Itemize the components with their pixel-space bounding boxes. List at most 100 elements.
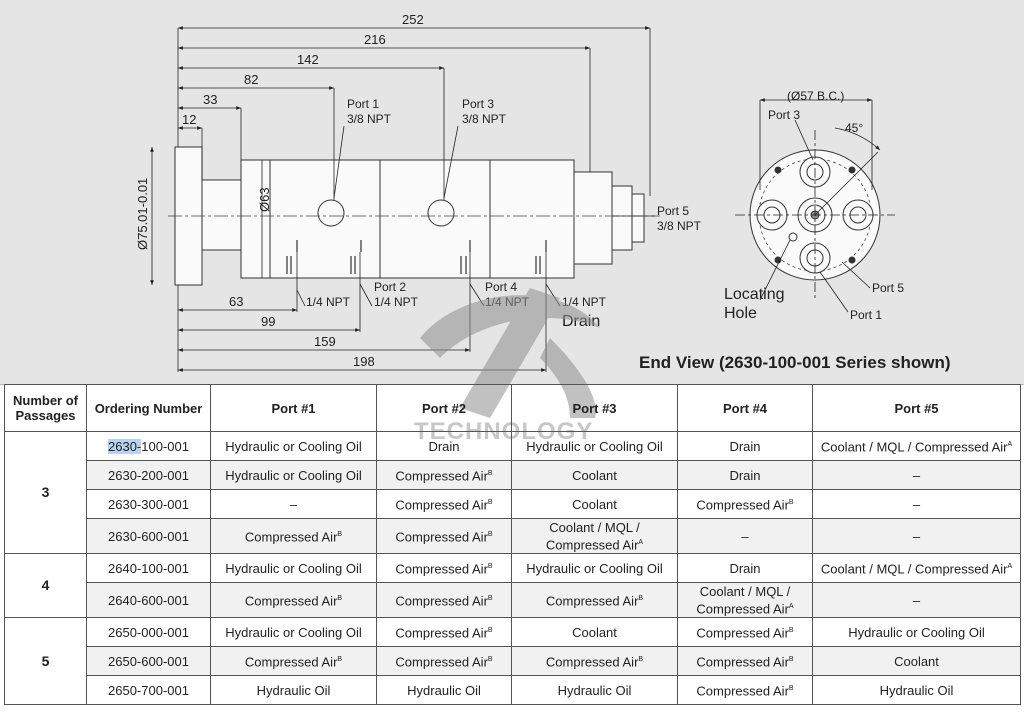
- drawing-svg: 252 216 142 82 33 12 Ø75.01-0.01 Ø63 Por…: [135, 12, 951, 372]
- port-value: Coolant: [572, 624, 617, 640]
- footnote-marker: B: [487, 499, 493, 507]
- port-value: –: [912, 467, 921, 483]
- ordering-number-cell[interactable]: 2630-200-001: [86, 460, 211, 490]
- port-value: Compressed Air: [696, 654, 789, 670]
- label-port3: Port 3: [462, 97, 494, 111]
- ordering-number-cell[interactable]: 2630-300-001: [86, 489, 211, 519]
- port-value: Coolant: [894, 653, 939, 669]
- header-port1: Port #1: [210, 384, 377, 432]
- ordering-number: 2630-600-001: [108, 528, 189, 544]
- port-5-cell: Coolant: [812, 646, 1021, 676]
- selected-text[interactable]: 2630-: [108, 438, 142, 454]
- ordering-number-cell[interactable]: 2630-100-001: [86, 431, 211, 461]
- footnote-marker: B: [638, 656, 644, 664]
- footnote-marker: B: [487, 531, 493, 539]
- port-value: Coolant / MQL / Compressed Air: [696, 583, 791, 617]
- port-value: Coolant: [572, 496, 617, 512]
- ordering-number-cell[interactable]: 2640-100-001: [86, 553, 211, 583]
- ordering-number: 2650-600-001: [108, 653, 189, 669]
- port-3-cell: Compressed AirB: [511, 582, 678, 618]
- dim-82: 82: [244, 72, 258, 87]
- rear-fitting: [611, 185, 633, 251]
- dim-159: 159: [314, 334, 336, 349]
- port-value: Compressed Air: [545, 593, 639, 609]
- port-2-cell: Compressed AirB: [376, 460, 512, 490]
- ordering-table: Number of Passages Ordering Number Port …: [4, 384, 1021, 705]
- port-value: Compressed Air: [395, 497, 488, 513]
- top-dimensions: [177, 26, 655, 217]
- footnote-marker: B: [487, 470, 493, 478]
- label-hole: Hole: [724, 305, 757, 322]
- port-3-cell: Coolant / MQL / Compressed AirA: [511, 518, 678, 554]
- port-1-cell: Hydraulic or Cooling Oil: [210, 431, 377, 461]
- dim-99: 99: [261, 314, 275, 329]
- port-value: Drain: [729, 467, 761, 483]
- footnote-marker: B: [487, 563, 493, 571]
- end-label-port3: Port 3: [768, 108, 800, 122]
- port-3-cell: Coolant: [511, 460, 678, 490]
- port-value: –: [912, 528, 921, 544]
- port-value: Hydraulic Oil: [557, 682, 632, 698]
- port-4-cell: Compressed AirB: [677, 646, 813, 676]
- ordering-number-cell[interactable]: 2640-600-001: [86, 582, 211, 618]
- end-view-caption: End View (2630-100-001 Series shown): [639, 353, 951, 372]
- dim-diameter-75: Ø75.01-0.01: [135, 178, 150, 250]
- rear-step: [573, 171, 613, 265]
- dim-216: 216: [364, 32, 386, 47]
- dim-angle: 45°: [845, 121, 863, 135]
- footnote-marker: B: [337, 531, 343, 539]
- label-drain-thread: 1/4 NPT: [562, 295, 607, 309]
- port-1-cell: –: [210, 489, 377, 519]
- port-value: Compressed Air: [395, 529, 488, 545]
- port-2-cell: Compressed AirB: [376, 617, 512, 647]
- port-value: –: [912, 496, 921, 512]
- ordering-number: 2630-200-001: [108, 467, 189, 483]
- port-value: Hydraulic or Cooling Oil: [225, 560, 362, 576]
- ordering-number: 2650-700-001: [108, 682, 189, 698]
- dim-198: 198: [353, 354, 375, 369]
- port-2-cell: Compressed AirB: [376, 489, 512, 519]
- port-value: Compressed Air: [545, 654, 639, 670]
- port-value: –: [741, 528, 749, 544]
- footnote-marker: B: [487, 627, 493, 635]
- ordering-number-cell[interactable]: 2650-600-001: [86, 646, 211, 676]
- port-value: Compressed Air: [244, 529, 338, 545]
- ordering-number-cell[interactable]: 2630-600-001: [86, 518, 211, 554]
- label-locating: Locating: [724, 286, 785, 303]
- port-value: Compressed Air: [395, 625, 488, 641]
- port-value: –: [912, 592, 921, 608]
- port3-hole: [427, 199, 455, 227]
- port-4-cell: Drain: [677, 553, 813, 583]
- footnote-marker: B: [788, 656, 794, 664]
- dim-diameter-63: Ø63: [257, 187, 272, 212]
- ordering-number: 2630-300-001: [108, 496, 189, 512]
- port-4-cell: –: [677, 518, 813, 554]
- ordering-number: 2640-600-001: [108, 592, 189, 608]
- port-value: Coolant / MQL / Compressed Air: [820, 439, 1008, 455]
- footnote-marker: A: [1007, 563, 1013, 571]
- neck: [201, 179, 243, 251]
- ordering-number-cell[interactable]: 2650-000-001: [86, 617, 211, 647]
- port-value: Compressed Air: [395, 561, 488, 577]
- port-5-cell: Hydraulic or Cooling Oil: [812, 617, 1021, 647]
- port-1-cell: Compressed AirB: [210, 646, 377, 676]
- port-4-cell: Drain: [677, 460, 813, 490]
- footnote-marker: B: [487, 595, 493, 603]
- port-2-cell: Hydraulic Oil: [376, 675, 512, 705]
- port-3-cell: Hydraulic Oil: [511, 675, 678, 705]
- ordering-number: 2640-100-001: [108, 560, 189, 576]
- ordering-number-cell[interactable]: 2650-700-001: [86, 675, 211, 705]
- locating-hole: [788, 232, 798, 242]
- port-2-cell: Compressed AirB: [376, 646, 512, 676]
- label-port1-thread: 3/8 NPT: [347, 112, 392, 126]
- port-2-cell: Compressed AirB: [376, 582, 512, 618]
- technical-drawing: 252 216 142 82 33 12 Ø75.01-0.01 Ø63 Por…: [0, 0, 1024, 385]
- port-value: Drain: [729, 438, 761, 454]
- port-5-cell: –: [812, 518, 1021, 554]
